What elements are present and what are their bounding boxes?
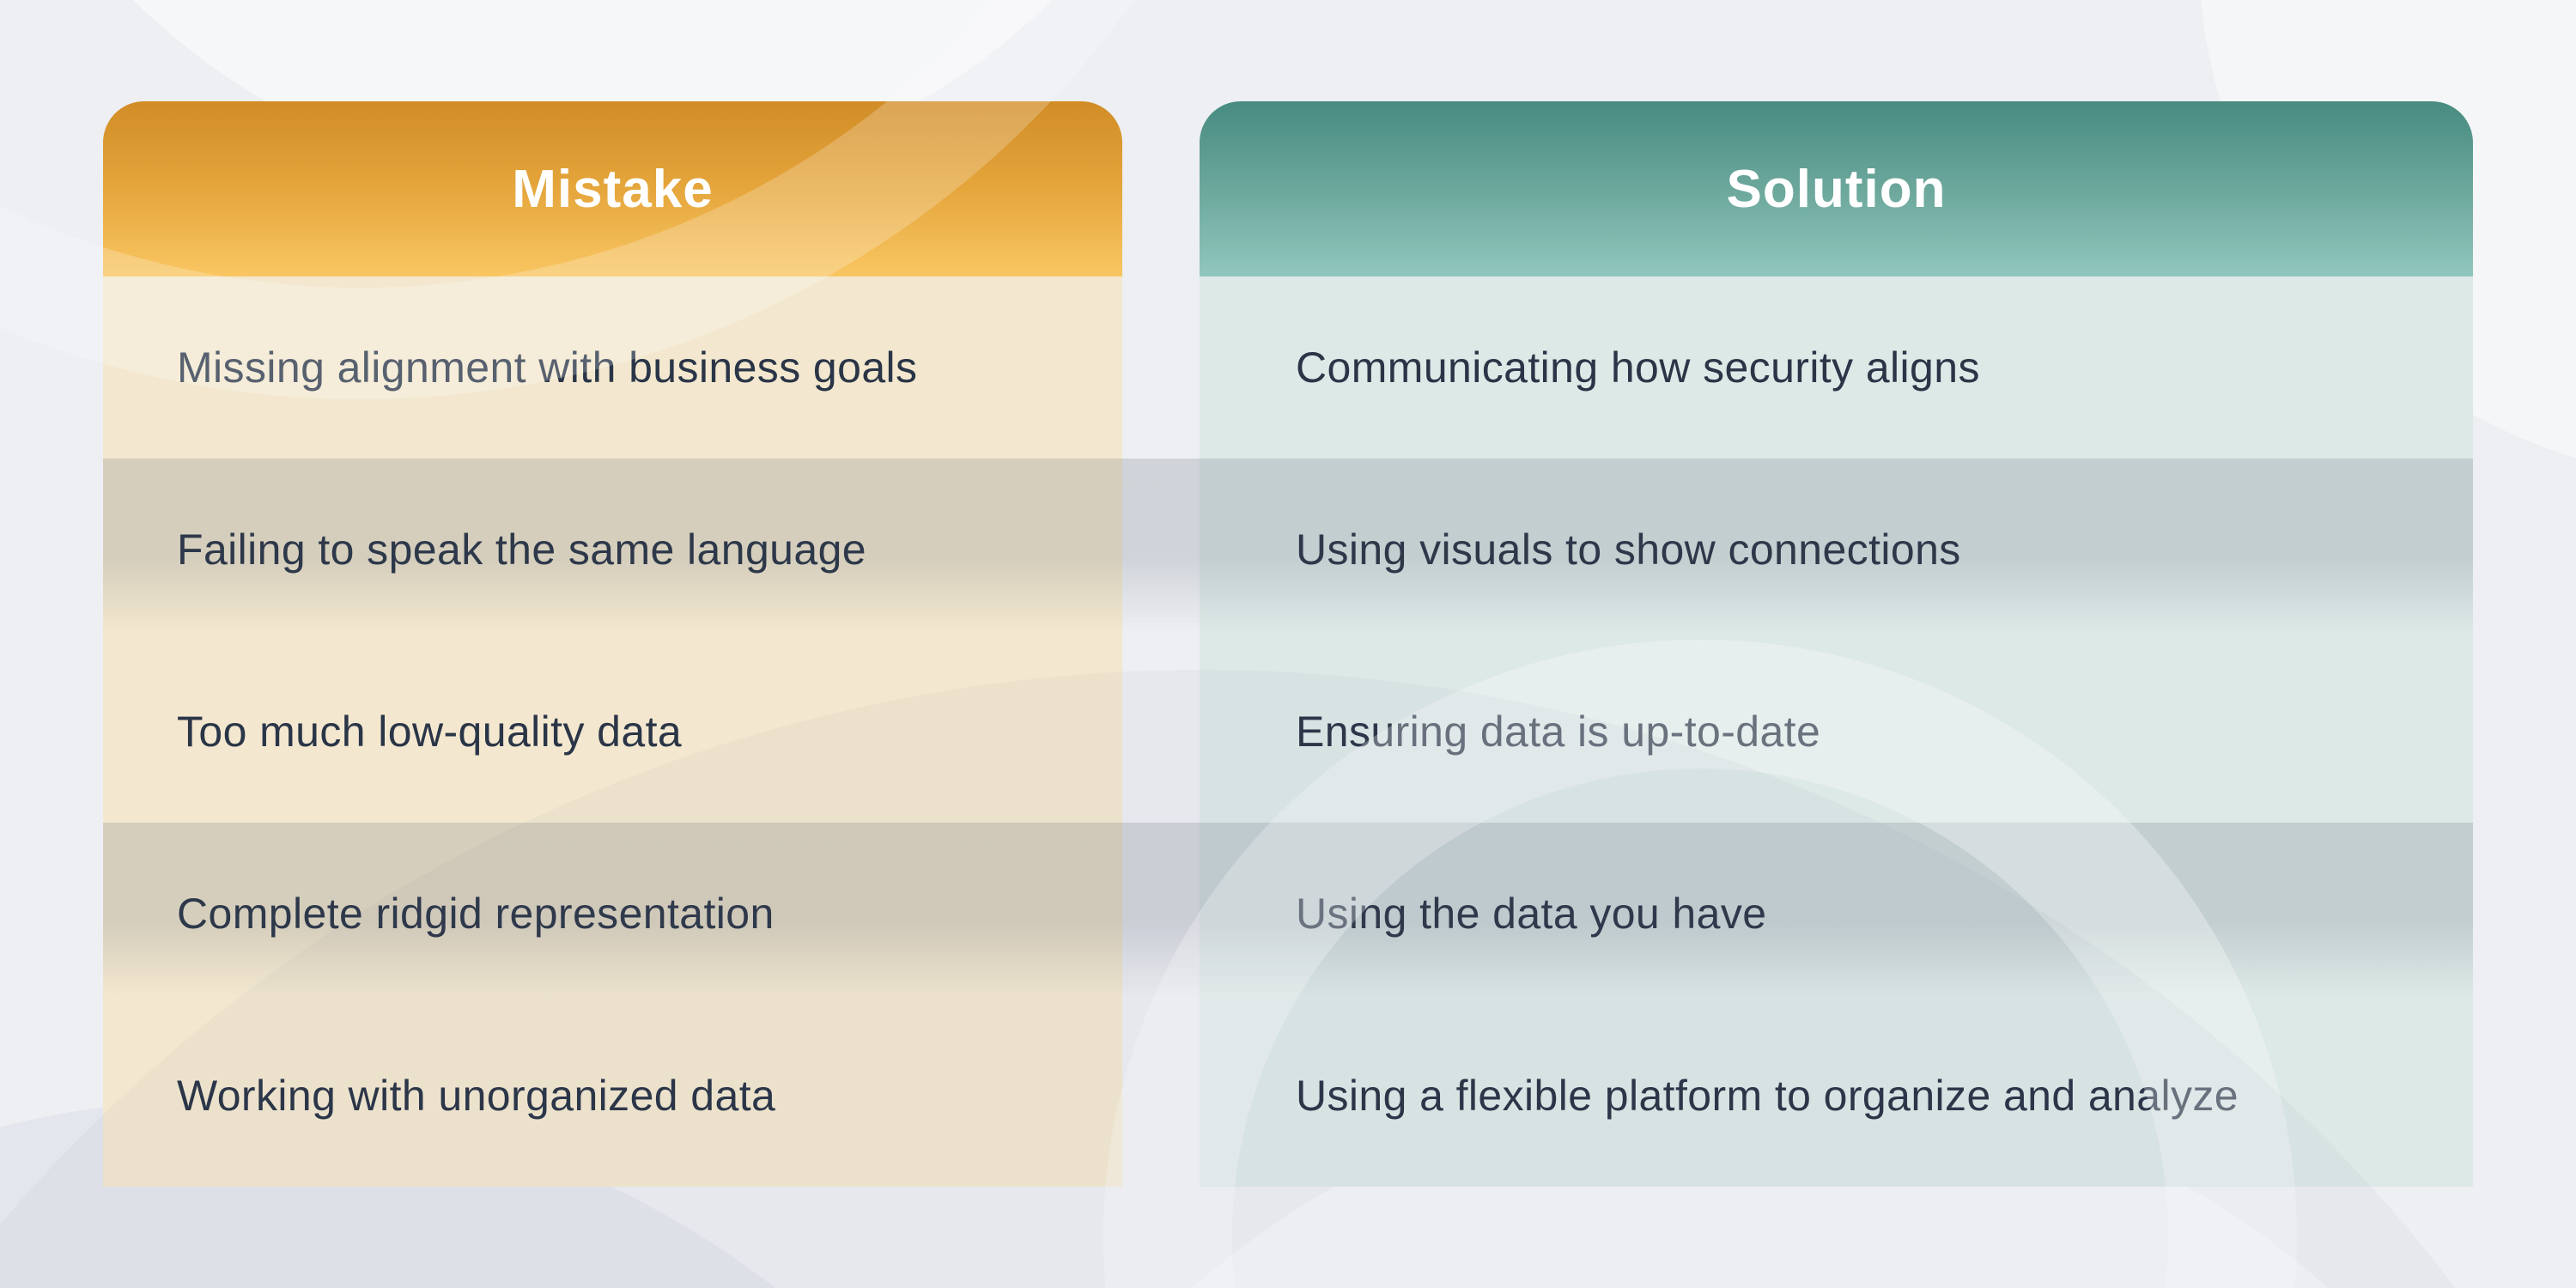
table-row: Using a flexible platform to organize an… bbox=[1200, 1005, 2473, 1187]
table-row: Using the data you have bbox=[1200, 823, 2473, 1005]
table-row: Missing alignment with business goals bbox=[103, 276, 1122, 459]
mistake-cell: Missing alignment with business goals bbox=[177, 343, 918, 392]
solution-column: Solution Communicating how security alig… bbox=[1200, 101, 2473, 1187]
table-row: Too much low-quality data bbox=[103, 641, 1122, 823]
solution-cell: Ensuring data is up-to-date bbox=[1296, 708, 1821, 756]
solution-cell: Using a flexible platform to organize an… bbox=[1296, 1072, 2239, 1120]
solution-column-header: Solution bbox=[1200, 101, 2473, 276]
solution-cell: Using the data you have bbox=[1296, 890, 1767, 938]
solution-cell: Using visuals to show connections bbox=[1296, 526, 1961, 574]
mistake-column: Mistake Missing alignment with business … bbox=[103, 101, 1122, 1187]
table-row: Failing to speak the same language bbox=[103, 459, 1122, 641]
mistake-cell: Complete ridgid representation bbox=[177, 890, 775, 938]
mistake-cell: Failing to speak the same language bbox=[177, 526, 867, 574]
mistake-header-label: Mistake bbox=[512, 159, 714, 219]
mistake-cell: Too much low-quality data bbox=[177, 708, 683, 756]
table-row: Complete ridgid representation bbox=[103, 823, 1122, 1005]
table-row: Communicating how security aligns bbox=[1200, 276, 2473, 459]
solution-cell: Communicating how security aligns bbox=[1296, 343, 1980, 392]
table-row: Ensuring data is up-to-date bbox=[1200, 641, 2473, 823]
mistake-cell: Working with unorganized data bbox=[177, 1072, 776, 1120]
solution-header-label: Solution bbox=[1726, 159, 1947, 219]
mistake-column-header: Mistake bbox=[103, 101, 1122, 276]
table-row: Using visuals to show connections bbox=[1200, 459, 2473, 641]
table-row: Working with unorganized data bbox=[103, 1005, 1122, 1187]
